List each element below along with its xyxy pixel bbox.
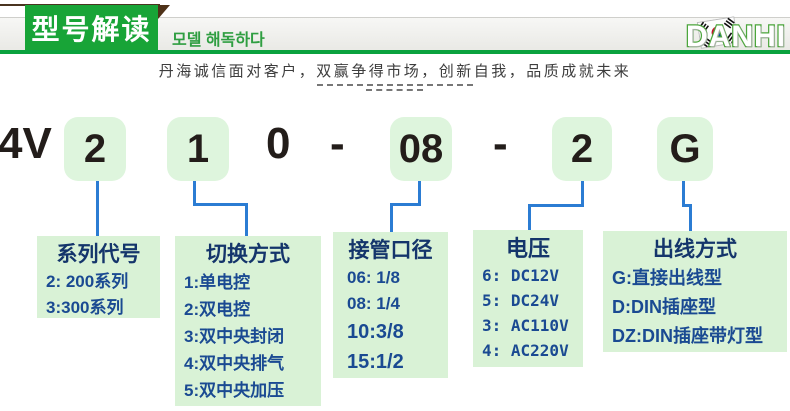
legend-item: 3: AC110V — [482, 316, 569, 335]
legend-title-voltage: 电压 — [505, 236, 550, 261]
legend-title-series: 系列代号 — [56, 243, 141, 266]
slogan-dashed-underline-1 — [317, 84, 473, 86]
connector-line-series — [96, 181, 99, 236]
connector-line-actuation-v1 — [193, 181, 196, 206]
connector-line-voltage-v2 — [528, 204, 531, 230]
legend-title-port-size: 接管口径 — [348, 239, 433, 262]
korean-flag-icon — [696, 16, 740, 54]
legend-box-port-size: 接管口径 06: 1/8 08: 1/4 10:3/8 15:1/2 — [333, 232, 448, 378]
legend-box-series: 系列代号 2: 200系列 3:300系列 — [37, 236, 160, 318]
brand-logo-text: DANHI — [685, 19, 787, 55]
legend-item: 4:双中央排气 — [184, 354, 285, 373]
legend-title-actuation: 切换方式 — [206, 243, 290, 266]
legend-item: 10:3/8 — [347, 321, 404, 343]
connector-line-outlet-h — [682, 204, 692, 207]
section-subtitle-korean: 모델 해독하다 — [172, 32, 265, 49]
slogan-dashed-underline-2 — [366, 89, 423, 91]
legend-item: D:DIN插座型 — [612, 297, 716, 317]
company-slogan: 丹海诚信面对客户，双赢争得市场，创新自我，品质成就未来 — [158, 64, 632, 80]
connector-line-voltage-v1 — [581, 181, 584, 207]
legend-item: 5:双中央加压 — [184, 381, 285, 400]
legend-item: 2:双电控 — [184, 300, 251, 319]
connector-line-outlet-v1 — [682, 181, 685, 207]
legend-item: 6: DC12V — [482, 266, 560, 285]
legend-box-actuation: 切换方式 1:单电控 2:双电控 3:双中央封闭 4:双中央排气 5:双中央加压 — [175, 236, 321, 406]
model-prefix: 4V — [0, 119, 52, 168]
legend-item: 15:1/2 — [347, 351, 404, 373]
legend-items-series: 2: 200系列 3:300系列 — [37, 269, 160, 321]
legend-item: 4: AC220V — [482, 341, 569, 360]
model-segment-series: 2 — [64, 117, 126, 181]
connector-line-port-v2 — [390, 203, 393, 232]
legend-items-outlet: G:直接出线型 D:DIN插座型 DZ:DIN插座带灯型 — [603, 264, 787, 351]
legend-item: G:直接出线型 — [612, 268, 722, 288]
model-segment-actuation: 1 — [167, 117, 229, 181]
legend-item: 06: 1/8 — [347, 268, 400, 287]
legend-title-outlet: 出线方式 — [653, 238, 737, 261]
header-green-underline — [0, 50, 790, 54]
legend-item: 08: 1/4 — [347, 294, 400, 313]
legend-item: DZ:DIN插座带灯型 — [612, 326, 763, 346]
connector-line-actuation-h — [193, 203, 248, 206]
connector-line-voltage-h — [528, 204, 584, 207]
section-title-ribbon: 型号解读 — [25, 5, 158, 50]
model-segment-zero: 0 — [266, 119, 291, 168]
connector-line-actuation-v2 — [245, 203, 248, 236]
model-separator-dash-2: - — [493, 119, 508, 168]
legend-item: 5: DC24V — [482, 291, 560, 310]
model-separator-dash-1: - — [330, 119, 345, 168]
connector-line-port-h — [390, 203, 421, 206]
legend-box-outlet: 出线方式 G:直接出线型 D:DIN插座型 DZ:DIN插座带灯型 — [603, 231, 787, 352]
legend-items-actuation: 1:单电控 2:双电控 3:双中央封闭 4:双中央排气 5:双中央加压 — [175, 269, 321, 404]
connector-line-port-v1 — [418, 181, 421, 206]
legend-item: 3:双中央封闭 — [184, 327, 285, 346]
legend-item: 2: 200系列 — [46, 272, 129, 291]
section-title: 型号解读 — [31, 13, 152, 45]
legend-items-port-size: 06: 1/8 08: 1/4 10:3/8 15:1/2 — [333, 265, 448, 377]
brand-logo: DANHI — [651, 16, 787, 55]
ribbon-fold-corner — [158, 5, 170, 19]
model-segment-voltage: 2 — [552, 117, 612, 181]
legend-box-voltage: 电压 6: DC12V 5: DC24V 3: AC110V 4: AC220V — [473, 230, 583, 367]
legend-items-voltage: 6: DC12V 5: DC24V 3: AC110V 4: AC220V — [473, 263, 583, 363]
model-segment-outlet: G — [657, 117, 713, 181]
connector-line-outlet-v2 — [689, 204, 692, 231]
legend-item: 1:单电控 — [184, 273, 251, 292]
model-segment-port-size: 08 — [390, 117, 452, 181]
legend-item: 3:300系列 — [46, 298, 124, 317]
